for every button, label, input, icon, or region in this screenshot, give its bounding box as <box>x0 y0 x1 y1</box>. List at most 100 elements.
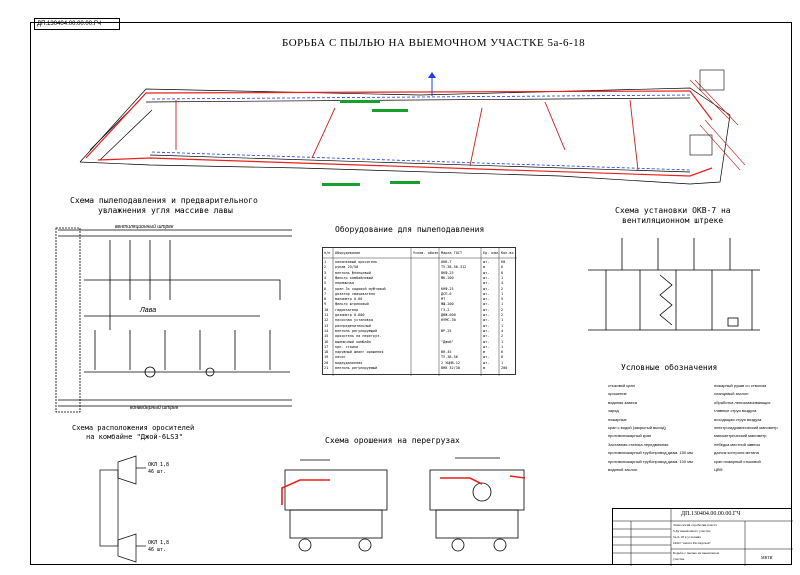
equipment-cell: ФК-200 <box>441 275 454 280</box>
equipment-cell: шт. <box>483 260 490 264</box>
equipment-cell: крп. стоики <box>335 344 359 349</box>
title-block-grid <box>613 509 793 566</box>
legend-item: стыковой кран <box>608 383 635 388</box>
equipment-cell: перемычка <box>335 281 354 286</box>
equipment-cell: 5 <box>501 297 504 302</box>
equipment-cell: 1 <box>501 339 504 344</box>
drawing-frame <box>30 22 792 565</box>
equipment-cell: ФШ-200 <box>441 302 454 307</box>
title-block-desc-1: Технология отработки пласта <box>673 523 718 527</box>
legend-item: главные струи воздуха <box>714 408 757 414</box>
sprinkler-label-2b: 46 шт. <box>148 547 167 553</box>
legend-item: кран с водой (закрытый выход) <box>608 424 666 430</box>
equipment-cell: выемочный комбайн <box>335 339 371 344</box>
sprinkler-label-1a: ОКЛ 1,8 <box>148 462 170 468</box>
equipment-cell: дозиметр 0-600 <box>335 313 365 317</box>
equipment-cell: 13 <box>324 323 329 328</box>
equipment-header-cell: п/п <box>324 251 331 255</box>
equipment-cell: 20 <box>324 360 329 365</box>
equipment-cell: вентиль регулируемый <box>335 366 378 370</box>
legend-item: водяная завеса <box>608 399 638 405</box>
title-block: ДП.130404.00.00.00.ГЧ Технология отработ… <box>612 508 793 566</box>
legend-item: исходящая струя воздуха <box>714 416 762 422</box>
okv-title-1: Схема установки ОКВ-7 на <box>615 206 731 215</box>
legend-item: заряд <box>608 408 619 414</box>
equipment-cell: шт. <box>483 318 490 323</box>
equipment-cell: "Джой" <box>441 339 454 344</box>
sprinkler-label-2a: ОКЛ 1,8 <box>148 540 170 546</box>
legend-item: пожарные <box>608 416 627 422</box>
equipment-cell: 1 <box>501 291 504 296</box>
equipment-cell: 1 <box>501 318 504 323</box>
equipment-cell: шт. <box>483 270 490 275</box>
legend-item: пожарный рукав со стволом <box>714 383 767 388</box>
legend-item: кран пожарный стыковой <box>714 458 761 464</box>
equipment-cell: ВНВ 32/30 <box>441 366 460 370</box>
equipment-cell: шт. <box>483 360 490 365</box>
equipment-cell: 14 <box>324 328 329 333</box>
legend-item: обработка легкосмачивающих <box>714 399 771 405</box>
equipment-cell: колонковый ороситель <box>335 260 378 264</box>
equipment-cell: фильтр штрековый <box>335 302 369 307</box>
equipment-cell: МТ <box>441 297 446 302</box>
equipment-cell: м <box>483 265 486 270</box>
equipment-cell: 6 <box>501 265 504 270</box>
equipment-cell: насосная установка <box>335 318 373 323</box>
title-block-sheet-1: Борьба с пылью на выемочном <box>673 551 720 555</box>
equipment-cell: шт. <box>483 302 490 307</box>
rotated-stamp: ДП.130404.00.00.00.ГЧ <box>34 18 120 30</box>
equipment-cell: шт. <box>483 286 490 291</box>
legend-item: сланцевый заслон <box>714 391 749 397</box>
equipment-cell: шт. <box>483 291 490 296</box>
equipment-cell: шт. <box>483 323 490 328</box>
equipment-cell: ТУ-38-56-312 <box>441 265 467 270</box>
equipment-cell: ВН-45 <box>441 350 452 355</box>
equipment-cell: фильтр комбайновый <box>335 275 373 280</box>
equipment-cell: 1 <box>501 275 504 280</box>
equipment-header-cell: Марка ГОСТ <box>441 251 463 255</box>
equipment-cell: 2 <box>324 265 327 270</box>
title-block-desc-3: 5а-6-18 в условиях <box>673 535 701 539</box>
equipment-cell: 5 <box>324 281 327 286</box>
equipment-cell: 60 <box>501 260 506 264</box>
equipment-cell: 4 <box>501 328 504 333</box>
legend-title: Условные обозначения <box>621 363 718 372</box>
equipment-cell: 10 <box>324 307 329 312</box>
equipment-cell: шт. <box>483 334 490 339</box>
equipment-cell: ТУ-38-56 <box>441 355 458 360</box>
equipment-cell: вентиль флянцевый <box>335 270 371 275</box>
equipment-cell: КНФ-25 <box>441 286 454 291</box>
equipment-cell: 1 <box>501 302 504 307</box>
equipment-cell: 18 <box>324 350 329 355</box>
equipment-cell: гидрозатвор <box>335 307 359 312</box>
legend-item: ЦВФ <box>714 466 723 472</box>
equipment-cell: 6 <box>501 270 504 275</box>
equipment-cell: 2 <box>501 307 504 312</box>
equipment-cell: ороситель на перегруз. <box>335 334 382 339</box>
equipment-cell: 6 <box>501 350 504 355</box>
equipment-cell: вентиль регулирующий <box>335 328 378 333</box>
title-block-desc-2: 5-6у выемочного участка <box>673 529 711 533</box>
equipment-cell: манометр 0-60 <box>335 297 363 302</box>
legend-item: Заставная статика передвижная <box>608 441 669 447</box>
equipment-cell: 2 УЦНВ-12 <box>441 360 460 365</box>
sprinklers-title-2: на комбайне "Джой-6LS3" <box>86 433 183 441</box>
legend-right-column: пожарный рукав со стволом сланцевый засло… <box>714 382 790 474</box>
legend-item: противопожарный трубопровод диам. 150 мм <box>608 450 693 456</box>
equipment-cell: 12 <box>324 318 329 323</box>
equipment-header-cell: Оборудование <box>335 251 361 255</box>
equipment-cell: 21 <box>324 366 329 370</box>
equipment-cell: шт. <box>483 344 490 349</box>
title-block-org: МВТИ <box>761 555 773 560</box>
equipment-cell: 3 <box>324 270 327 275</box>
equipment-cell: 8 <box>324 297 327 302</box>
title-block-sheet-2: участке <box>673 557 685 561</box>
equipment-cell: 2 <box>501 313 504 317</box>
equipment-header-cell: Кол-во <box>501 251 514 255</box>
legend-item: противопожарный трубопровод диам. 100 мм <box>608 458 693 464</box>
